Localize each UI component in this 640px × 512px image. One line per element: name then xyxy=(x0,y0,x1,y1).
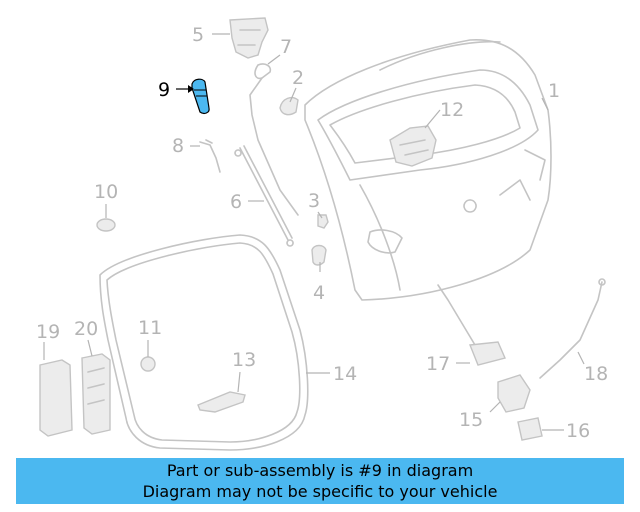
callout-9: 9 xyxy=(158,79,170,101)
callout-10: 10 xyxy=(94,181,118,203)
callout-20: 20 xyxy=(74,318,98,340)
callout-15: 15 xyxy=(459,409,483,431)
part-19-trim-panel xyxy=(39,359,73,437)
callout-8: 8 xyxy=(172,135,184,157)
info-banner: Part or sub-assembly is #9 in diagram Di… xyxy=(16,458,624,504)
strut-line xyxy=(249,77,299,216)
callout-13: 13 xyxy=(232,349,256,371)
parts-diagram: 1 2 3 4 5 6 7 8 9 10 11 12 13 14 15 16 1… xyxy=(36,17,608,451)
part-3-pin xyxy=(317,214,329,229)
callout-7: 7 xyxy=(280,36,292,58)
callout-6: 6 xyxy=(230,191,242,213)
callout-3: 3 xyxy=(308,190,320,212)
callout-4: 4 xyxy=(313,282,325,304)
part-12-wiper-motor xyxy=(389,125,437,167)
part-5-hinge xyxy=(229,17,269,59)
callout-1: 1 xyxy=(548,80,560,102)
part-14-weatherstrip xyxy=(99,234,309,451)
callout-11: 11 xyxy=(138,317,162,339)
part-15-actuator xyxy=(497,374,531,413)
part-10-cap xyxy=(96,218,116,232)
part-20-trim-panel xyxy=(81,353,111,435)
callout-5: 5 xyxy=(192,24,204,46)
part-1-liftgate xyxy=(304,39,552,301)
callout-16: 16 xyxy=(566,420,590,442)
part-2-bumper xyxy=(279,96,299,116)
part-4-grommet xyxy=(311,244,327,266)
part-9-highlighted xyxy=(191,78,210,114)
leader-lines xyxy=(43,33,585,431)
part-13-striker xyxy=(197,391,246,413)
callout-12: 12 xyxy=(440,99,464,121)
banner-line-2: Diagram may not be specific to your vehi… xyxy=(142,482,498,501)
callout-17: 17 xyxy=(426,353,450,375)
part-11-emblem xyxy=(140,356,156,372)
banner-line-1: Part or sub-assembly is #9 in diagram xyxy=(166,461,474,480)
callout-14: 14 xyxy=(333,363,357,385)
callout-19: 19 xyxy=(36,321,60,343)
callout-18: 18 xyxy=(584,363,608,385)
part-7-ball-stud xyxy=(254,63,272,80)
callout-2: 2 xyxy=(292,67,304,89)
part-17-latch xyxy=(437,284,506,366)
part-8-bracket xyxy=(199,139,221,173)
part-6-gas-strut xyxy=(234,145,294,247)
part-18-cable xyxy=(539,278,606,379)
part-16-clip xyxy=(517,417,543,441)
